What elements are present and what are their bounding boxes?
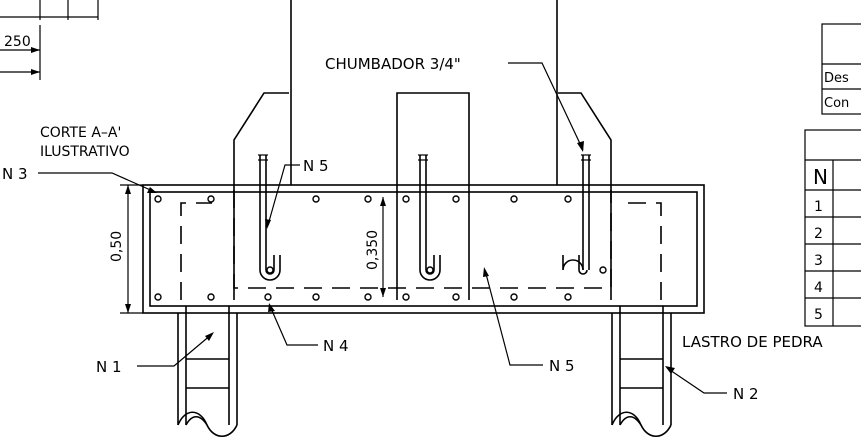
- rebar-bottom-row: [154, 293, 572, 301]
- anchor-bolt-left: [258, 154, 281, 281]
- right-leg-dashed: [625, 202, 662, 300]
- side-table-row-1: 1: [814, 199, 823, 215]
- leader-n4: [268, 303, 318, 346]
- corte-label-line1: CORTE A–A': [40, 125, 121, 141]
- dimension-fragment-top-left: 250: [0, 0, 99, 80]
- chumbador-label: CHUMBADOR 3/4": [325, 55, 461, 73]
- n5-top-label: N 5: [303, 157, 329, 175]
- dim-250-label: 250: [4, 34, 31, 50]
- anchor-bolt-right: [562, 154, 607, 275]
- leader-n1: [137, 332, 214, 367]
- anchor-bolt-center: [418, 154, 441, 281]
- side-table-row-4: 4: [814, 280, 823, 296]
- n4-label: N 4: [323, 337, 349, 355]
- leader-n2: [665, 366, 727, 394]
- side-box-top: Des Con: [821, 23, 861, 115]
- leader-n5-bottom: [483, 267, 543, 366]
- beam-inner-outline: [149, 191, 698, 307]
- leader-chumbador: [508, 62, 584, 152]
- side-table-row-3: 3: [814, 253, 823, 269]
- dimension-050: 0,50: [109, 184, 143, 314]
- stirrup-dashed-outline: [233, 190, 612, 289]
- n2-label: N 2: [733, 385, 759, 403]
- beam-outer-outline: [142, 184, 705, 314]
- side-table-row-5: 5: [814, 307, 823, 323]
- side-table-header: N: [813, 165, 828, 189]
- center-pedestal: [396, 92, 470, 300]
- side-table-row-2: 2: [814, 226, 823, 242]
- rebar-top-row: [154, 195, 572, 203]
- side-table: N 1 2 3 4 5: [804, 129, 861, 327]
- dim-0350-label: 0,350: [365, 230, 381, 270]
- lastro-label: LASTRO DE PEDRA: [682, 333, 823, 351]
- side-box-row2: Con: [824, 96, 849, 111]
- pile-left: [177, 306, 238, 438]
- n1-label: N 1: [96, 358, 122, 376]
- pile-right: [611, 306, 672, 438]
- side-box-row1: Des: [824, 71, 849, 86]
- left-leg-dashed: [180, 202, 212, 300]
- dimension-0350: 0,350: [365, 197, 386, 297]
- dim-050-label: 0,50: [109, 231, 125, 262]
- corte-label-line2: ILUSTRATIVO: [40, 144, 130, 160]
- n5-bottom-label: N 5: [549, 357, 575, 375]
- n3-label: N 3: [2, 165, 28, 183]
- leader-n5-top: [265, 164, 300, 229]
- leader-n3: [38, 172, 157, 193]
